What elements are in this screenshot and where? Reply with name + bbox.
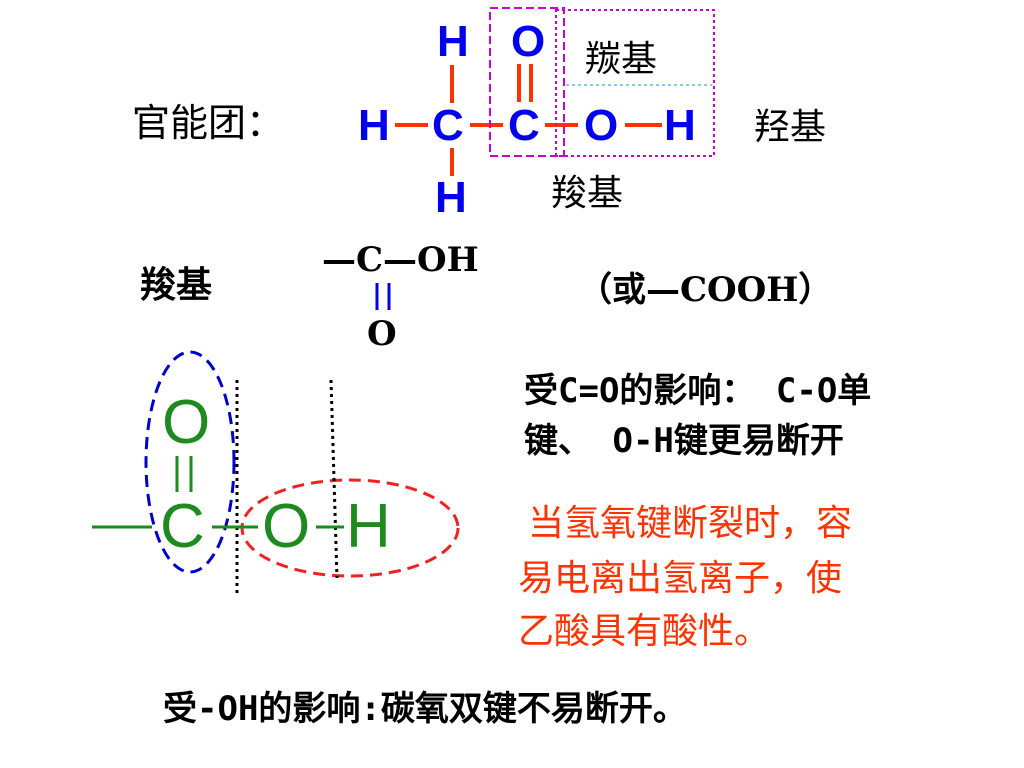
- note-co-influence-line2-text: 键、 O-H键更易断开: [524, 421, 844, 461]
- note-co-influence-line1-text: 受C=O的影响： C-O单: [524, 371, 872, 411]
- note-co-influence-line2: 键、 O-H键更易断开: [524, 418, 844, 466]
- green-atom-o: O: [262, 492, 311, 561]
- note-acidity-line3: 乙酸具有酸性。: [518, 611, 771, 652]
- atom-o-hydroxyl: O: [584, 101, 619, 150]
- atom-h-left: H: [358, 101, 390, 150]
- note-oh-influence-text: 受-OH的影响:碳氧双键不易断开。: [163, 689, 687, 729]
- note-acidity-line2: 易电离出氢离子，使: [518, 558, 843, 599]
- atom-h-top: H: [437, 17, 469, 66]
- green-atom-h: H: [346, 492, 391, 561]
- carbonyl-label: 羰基: [585, 39, 658, 80]
- carboxyl-label-top: 羧基: [551, 173, 624, 214]
- dotted-cut-oh: [329, 379, 339, 579]
- atom-h-hydroxyl: H: [664, 101, 696, 150]
- atom-c-methyl: C: [432, 101, 464, 150]
- note-oh-influence: 受-OH的影响:碳氧双键不易断开。: [163, 686, 687, 734]
- functional-group-label: 官能团：: [132, 101, 285, 145]
- carbonyl-box: [489, 7, 565, 157]
- atom-o-top: O: [511, 17, 546, 66]
- carboxyl-formula-top: —C—OH: [322, 240, 479, 280]
- note-acidity-line1: 当氢氧键断裂时，容: [528, 503, 853, 544]
- note-co-influence-line1: 受C=O的影响： C-O单: [524, 368, 871, 416]
- atom-c-carbonyl: C: [508, 101, 540, 150]
- carboxyl-box: [555, 9, 715, 157]
- carboxyl-row-label: 羧基: [140, 265, 213, 306]
- hydroxyl-label: 羟基: [754, 107, 827, 148]
- carboxyl-formula-bottom: O: [367, 314, 397, 354]
- carbonyl-ellipse: [144, 350, 236, 574]
- atom-h-bottom: H: [435, 173, 467, 222]
- green-atom-c: C: [160, 492, 205, 561]
- carboxyl-alternative: （或—COOH）: [578, 270, 833, 310]
- green-atom-o-top: O: [162, 388, 211, 457]
